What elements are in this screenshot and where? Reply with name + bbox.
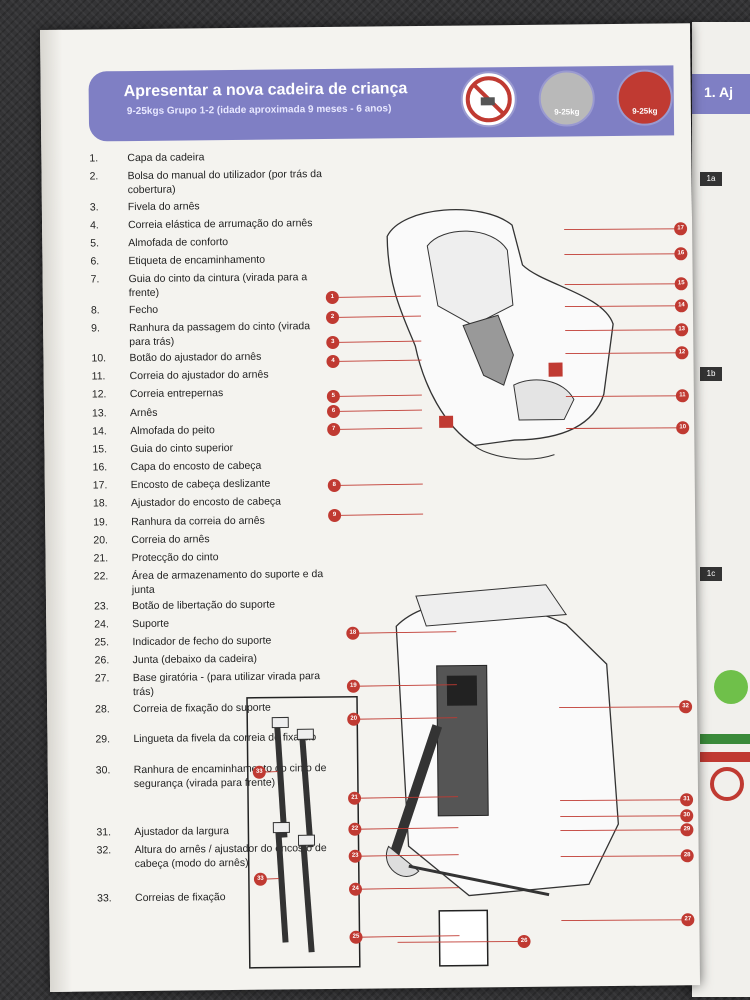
right-page-title: 1. Aj — [704, 84, 734, 100]
leader-line — [356, 935, 460, 938]
leader-line — [560, 799, 687, 802]
tab-1a: 1a — [700, 172, 722, 186]
callout-18: 18 — [346, 626, 360, 640]
callout-12: 12 — [675, 346, 689, 360]
tab-1c: 1c — [700, 567, 722, 581]
right-page-banner — [692, 74, 750, 114]
leader-line — [352, 631, 457, 634]
callout-15: 15 — [674, 277, 688, 291]
callout-9: 9 — [328, 508, 342, 523]
leader-line — [355, 854, 459, 857]
right-page: 1. Aj 1a 1b 1c — [692, 22, 750, 997]
leader-line — [560, 855, 688, 858]
leader-line — [332, 340, 422, 343]
callout-25: 25 — [349, 930, 363, 944]
smiley-icon — [714, 670, 748, 704]
callout-32: 32 — [679, 700, 693, 714]
callout-30: 30 — [680, 809, 694, 823]
callout-20: 20 — [347, 712, 361, 726]
callout-31: 31 — [680, 793, 694, 807]
callout-7: 7 — [327, 422, 341, 437]
callout-22: 22 — [348, 822, 362, 836]
leader-line — [565, 329, 682, 331]
car-seat-diagrams — [246, 209, 688, 969]
callout-33: 33 — [253, 872, 267, 886]
prohibited-icon — [710, 767, 744, 801]
callout-5: 5 — [326, 389, 340, 404]
callout-14: 14 — [674, 299, 688, 313]
callout-17: 17 — [674, 222, 688, 236]
callout-3: 3 — [326, 335, 340, 350]
callout-2: 2 — [325, 310, 340, 325]
callout-10: 10 — [676, 421, 690, 435]
leader-line — [565, 352, 682, 354]
leader-line — [354, 796, 459, 799]
leader-line — [334, 513, 424, 516]
leader-line — [566, 427, 683, 429]
callout-16: 16 — [674, 247, 688, 261]
callout-33: 33 — [252, 765, 266, 779]
leader-line — [332, 295, 421, 298]
leader-line — [561, 919, 688, 922]
leader-line — [333, 427, 423, 430]
leader-line — [332, 359, 422, 362]
callout-13: 13 — [675, 323, 689, 337]
callout-29: 29 — [680, 823, 694, 837]
callout-26: 26 — [517, 934, 531, 949]
leader-line — [354, 827, 459, 830]
red-bar — [700, 752, 750, 762]
manual-page: Apresentar a nova cadeira de criança 9-2… — [40, 23, 701, 992]
callout-19: 19 — [346, 679, 360, 693]
joint-inset-box — [438, 909, 489, 967]
header-banner: Apresentar a nova cadeira de criança 9-2… — [88, 65, 675, 142]
leader-line — [564, 228, 681, 230]
callout-28: 28 — [680, 849, 694, 863]
callout-21: 21 — [347, 791, 362, 805]
callout-4: 4 — [326, 354, 340, 369]
green-bar — [700, 734, 750, 744]
leader-line — [564, 305, 682, 307]
callout-8: 8 — [327, 478, 341, 493]
callout-24: 24 — [348, 882, 363, 896]
seat-front-diagram — [386, 209, 614, 460]
callout-1: 1 — [325, 290, 339, 305]
leader-line — [397, 941, 525, 943]
leader-line — [333, 409, 423, 412]
callout-11: 11 — [675, 389, 689, 403]
leader-line — [353, 684, 457, 687]
leader-line — [560, 829, 687, 832]
seat-rear-diagram — [386, 584, 620, 897]
leader-line — [353, 717, 458, 720]
callout-6: 6 — [326, 404, 341, 419]
leader-line — [333, 394, 422, 397]
leader-line — [355, 887, 460, 890]
leader-line — [564, 283, 682, 285]
callout-23: 23 — [348, 849, 362, 863]
callout-27: 27 — [681, 913, 695, 927]
tab-1b: 1b — [700, 367, 722, 381]
leader-line — [564, 253, 681, 255]
fixing-straps-illustration — [271, 716, 316, 953]
no-airbag-icon — [460, 71, 518, 128]
leader-line — [560, 815, 687, 818]
leader-line — [559, 706, 686, 709]
leader-line — [334, 483, 423, 486]
leader-line — [565, 395, 683, 397]
leader-line — [332, 315, 422, 318]
